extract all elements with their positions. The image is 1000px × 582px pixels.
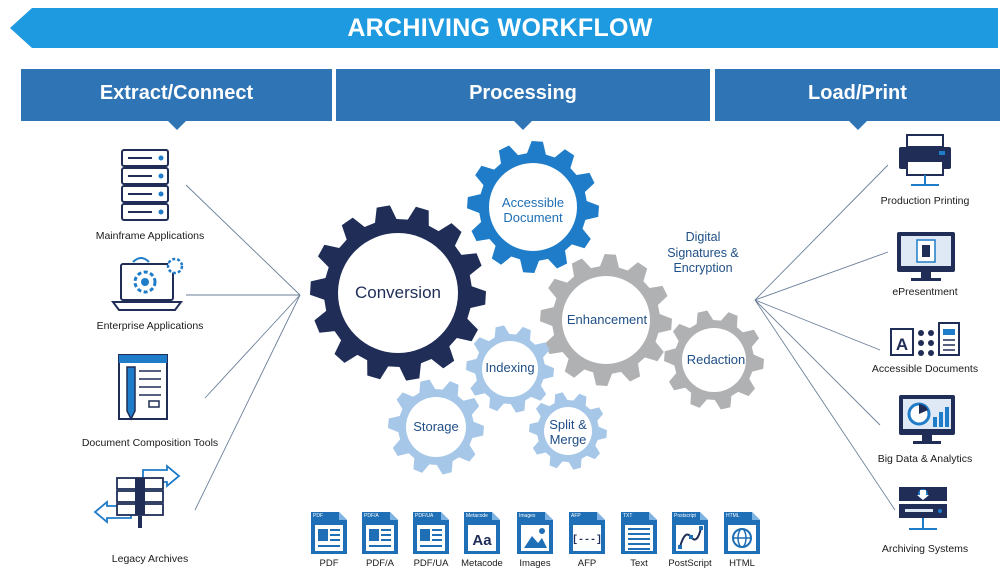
source-label-legacy: Legacy Archives — [111, 553, 189, 565]
title-banner — [10, 8, 998, 48]
destination-connectors — [754, 164, 896, 511]
file-type-tag: Metacode — [466, 513, 488, 519]
file-type-icon: TXT — [620, 511, 658, 555]
gear-label-line: Merge — [549, 431, 587, 447]
column-header-processing: Processing — [336, 69, 710, 130]
column-header-load: Load/Print — [715, 69, 1000, 130]
gear-label-redaction: Redaction — [686, 352, 746, 367]
file-type-tag: TXT — [623, 513, 633, 519]
svg-text:Aa: Aa — [472, 532, 492, 549]
destination-label-epresentment: ePresentment — [892, 286, 958, 298]
svg-text:A: A — [896, 335, 908, 354]
file-type-label: Metacode — [461, 558, 503, 569]
file-type-label: PostScript — [668, 558, 712, 569]
column-header-extract: Extract/Connect — [21, 69, 332, 130]
destination-label-archiving: Archiving Systems — [881, 543, 969, 555]
source-label-composition: Document Composition Tools — [81, 437, 219, 449]
archive-server-icon — [899, 487, 947, 530]
gear-redaction — [664, 310, 764, 410]
file-type-icon: PDF/UA — [412, 511, 450, 555]
file-type-icon: Images — [516, 511, 554, 555]
file-type-label: PDF — [319, 558, 339, 569]
file-type-label: PDF/A — [366, 558, 394, 569]
gear-enhancement — [540, 254, 672, 386]
file-type-tag: Postscript — [674, 513, 696, 519]
analytics-monitor-icon — [899, 395, 955, 444]
destination-label-printing: Production Printing — [880, 195, 970, 207]
gear-label-line: Accessible — [501, 195, 565, 210]
document-pen-icon — [118, 354, 168, 421]
label-line: Encryption — [673, 261, 733, 276]
file-type-tag: HTML — [726, 513, 740, 519]
label-line: Digital — [685, 230, 721, 244]
source-label-mainframe: Mainframe Applications — [95, 230, 205, 242]
accessibility-icon: A — [890, 322, 960, 356]
label-line: Signatures & — [667, 245, 739, 260]
file-type-label: HTML — [729, 558, 755, 569]
file-type-icon: [---] AFP — [568, 511, 606, 555]
file-type-icon: HTML — [723, 511, 761, 555]
file-type-icon: PDF — [310, 511, 348, 555]
svg-text:[---]: [---] — [572, 534, 602, 546]
laptop-gears-icon — [111, 257, 184, 311]
gear-accessible-document — [467, 141, 599, 273]
source-connectors — [185, 184, 301, 511]
file-type-tag: PDF/A — [364, 513, 379, 519]
file-type-tag: AFP — [571, 513, 581, 519]
file-type-icon: PDF/A — [361, 511, 399, 555]
gear-label-accessible-document: Accessible Document — [473, 195, 593, 226]
file-type-label: Images — [519, 558, 551, 569]
file-type-label: Text — [630, 558, 648, 569]
file-type-label: PDF/UA — [413, 558, 449, 569]
destination-label-analytics: Big Data & Analytics — [877, 453, 973, 465]
server-rack-icon — [121, 149, 169, 221]
gear-label-line: Document — [503, 209, 563, 225]
file-type-icon: Aa Metacode — [463, 511, 501, 555]
printer-icon — [899, 134, 951, 186]
file-type-icon: Postscript — [671, 511, 709, 555]
source-label-enterprise: Enterprise Applications — [96, 320, 204, 332]
gear-conversion — [310, 205, 486, 381]
file-type-tag: PDF/UA — [415, 513, 434, 519]
gear-indexing — [466, 325, 554, 413]
gear-label-indexing: Indexing — [485, 360, 535, 375]
gear-label-line: Split & — [549, 417, 587, 432]
file-type-tag: PDF — [313, 513, 323, 519]
gear-split-merge — [529, 392, 607, 470]
page-title: ARCHIVING WORKFLOW — [347, 14, 653, 42]
monitor-document-icon — [897, 232, 955, 281]
gear-label-conversion: Conversion — [355, 283, 441, 302]
gear-storage — [388, 379, 484, 475]
label-digital-signatures: Digital Signatures & Encryption — [648, 230, 758, 277]
gear-label-storage: Storage — [413, 419, 459, 434]
file-type-tag: Images — [519, 513, 536, 519]
gear-label-enhancement: Enhancement — [566, 312, 648, 327]
gear-label-split-merge: Split & Merge — [529, 417, 607, 448]
file-type-label: AFP — [577, 558, 597, 569]
destination-label-accessible: Accessible Documents — [871, 363, 979, 375]
archive-transfer-icon — [93, 464, 181, 528]
